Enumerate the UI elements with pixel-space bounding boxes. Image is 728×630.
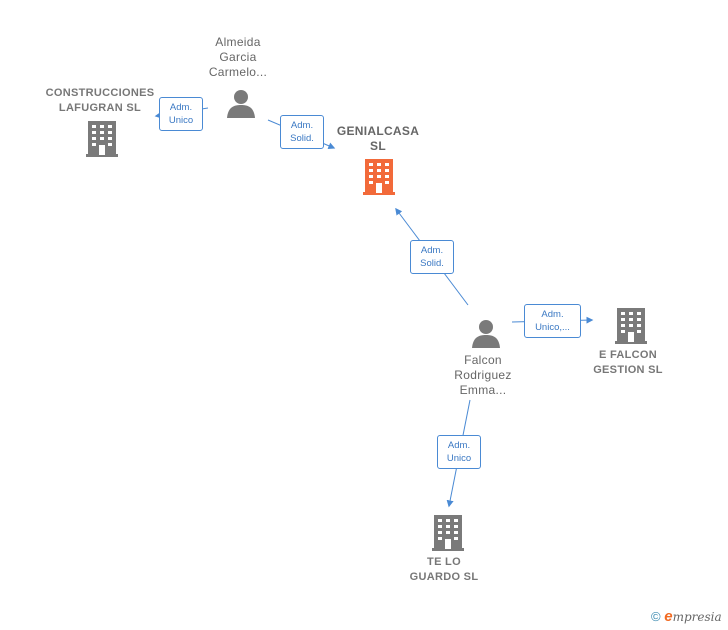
brand-logo-initial: e: [664, 608, 673, 625]
brand-logo-text: mpresia: [672, 610, 722, 624]
person-label-falcon[interactable]: Falcon Rodriguez Emma...: [454, 353, 512, 397]
building-icon[interactable]: [86, 121, 118, 157]
relation-label-adm-solid[interactable]: Adm. Solid.: [280, 115, 324, 149]
person-icon[interactable]: [226, 88, 256, 118]
building-icon-main[interactable]: [363, 159, 395, 195]
company-label-construcciones[interactable]: CONSTRUCCIONES LAFUGRAN SL: [45, 87, 155, 114]
copyright-watermark: © empresia: [651, 608, 722, 625]
company-label-genialcasa[interactable]: GENIALCASA SL: [336, 124, 420, 153]
relation-label-adm-unico[interactable]: Adm. Unico: [159, 97, 203, 131]
building-icon[interactable]: [432, 515, 464, 551]
relation-label-adm-solid[interactable]: Adm. Solid.: [410, 240, 454, 274]
company-label-efalcon[interactable]: E FALCON GESTION SL: [593, 349, 663, 376]
company-label-telo[interactable]: TE LO GUARDO SL: [409, 556, 479, 583]
relation-label-adm-unico[interactable]: Adm. Unico: [437, 435, 481, 469]
person-label-almeida[interactable]: Almeida Garcia Carmelo...: [208, 35, 268, 79]
relation-label-adm-unico[interactable]: Adm. Unico,...: [524, 304, 581, 338]
person-icon[interactable]: [471, 318, 501, 348]
building-icon[interactable]: [615, 308, 647, 344]
copyright-symbol: ©: [651, 609, 661, 624]
